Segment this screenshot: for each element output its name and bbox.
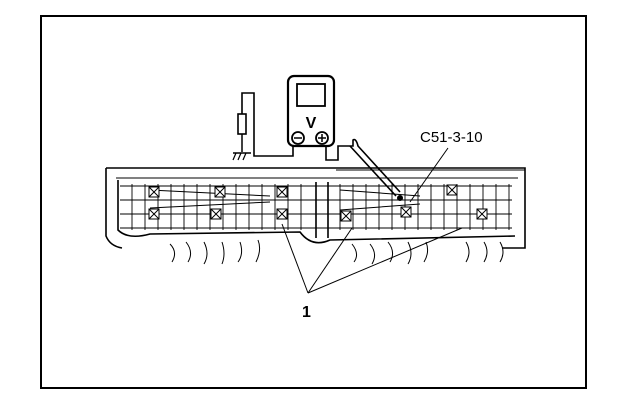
- broken-cell-mark: [340, 210, 352, 222]
- callout-number: 1: [302, 304, 311, 321]
- broken-cell-mark: [276, 208, 288, 220]
- test-point: [397, 195, 403, 201]
- probe-lead: [325, 138, 403, 201]
- broken-cell-mark: [446, 184, 458, 196]
- broken-cell-mark: [210, 208, 222, 220]
- rear-window-glass: [105, 167, 526, 249]
- meter-mode-letter: V: [306, 115, 317, 132]
- broken-cell-mark: [148, 208, 160, 220]
- voltmeter-icon: V: [286, 74, 336, 148]
- broken-cell-mark: [214, 186, 226, 198]
- broken-cell-mark: [400, 206, 412, 218]
- connector-label: C51-3-10: [420, 129, 483, 146]
- ground-lead: [237, 92, 294, 157]
- figure-frame: [40, 15, 587, 389]
- heat-flow-lines: [169, 239, 504, 265]
- ground-symbol-icon: [232, 152, 251, 161]
- broken-cell-mark: [148, 186, 160, 198]
- broken-filament-marks: [148, 184, 488, 222]
- broken-cell-mark: [476, 208, 488, 220]
- connector-leader-line: [409, 147, 449, 203]
- broken-cell-mark: [276, 186, 288, 198]
- callout-leaders: [281, 223, 463, 294]
- test-probe-icon: [237, 113, 247, 135]
